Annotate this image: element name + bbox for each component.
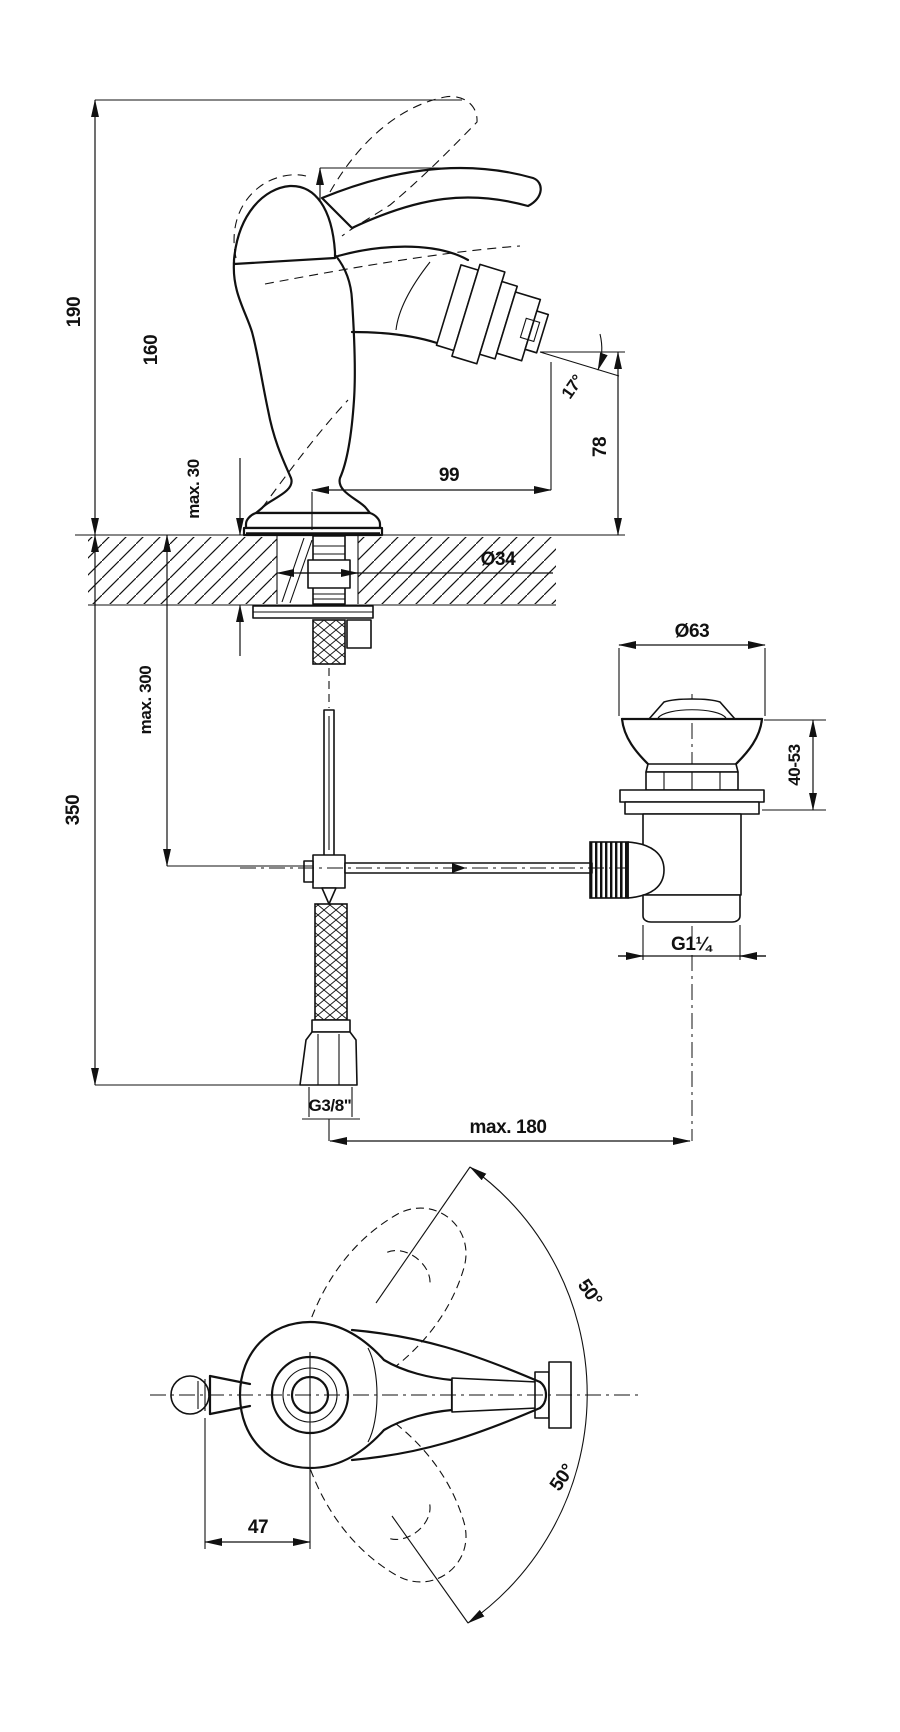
shank-thread-lines <box>313 545 345 600</box>
dim-label-34: Ø34 <box>481 549 517 570</box>
under-deck-assembly <box>240 535 648 1086</box>
handle-lever <box>320 166 542 230</box>
drain-slot-lines <box>663 772 721 790</box>
dim-label-g114: G1¼ <box>671 934 714 955</box>
supply-tube-line-1 <box>281 537 305 603</box>
handle-position-lower-dashed <box>302 1401 467 1583</box>
spout-lower-edge <box>350 330 439 345</box>
popup-rod-tip <box>321 887 337 905</box>
spout-inner-curve <box>395 261 431 331</box>
faucet-body-outline <box>232 254 372 515</box>
pin-cone-top <box>208 1374 252 1386</box>
drain-assembly <box>589 694 765 1141</box>
linkage-rod <box>344 862 593 874</box>
shank-nut <box>307 559 351 589</box>
dim-label-99: 99 <box>439 465 459 486</box>
dim-label-78: 78 <box>590 437 611 457</box>
handle-dome-cap <box>232 184 337 266</box>
handle-position-upper-dashed <box>302 1207 467 1389</box>
supply-tube-line-2 <box>289 539 313 604</box>
drain-locknut-plate-lower <box>624 801 760 815</box>
popup-tee-clamp <box>303 860 314 883</box>
dim-label-350: 350 <box>63 795 84 826</box>
mounting-stud-nut <box>346 619 372 649</box>
dim-label-max30: max. 30 <box>184 459 203 519</box>
plan-lever-upper-edge <box>350 1328 542 1384</box>
pin-cone-bottom <box>208 1404 252 1416</box>
spout-upper-edge <box>336 245 470 262</box>
plan-lever-lower-edge <box>350 1406 542 1462</box>
dim-label-50-upper: 50° <box>573 1276 606 1311</box>
deck-hatch-left <box>88 537 277 604</box>
drain-flange-right <box>734 717 764 766</box>
dim-label-max180: max. 180 <box>469 1117 546 1138</box>
drain-flange-left <box>620 717 650 766</box>
dim-label-g38: G3/8" <box>309 1096 352 1115</box>
drain-collar-band <box>645 763 739 773</box>
supply-nut <box>299 1031 358 1086</box>
hose-lower-segment <box>314 903 348 1021</box>
dim-label-50-lower: 50° <box>546 1461 579 1496</box>
angle-ref-inclined <box>539 351 620 377</box>
dim-label-190: 190 <box>64 297 85 328</box>
dim-label-max300: max. 300 <box>136 666 155 735</box>
swing-edge-lower <box>391 1515 469 1624</box>
drain-plug-inner <box>657 709 727 719</box>
swing-arc <box>467 1166 588 1624</box>
dim-label-17deg: 17° <box>558 371 588 402</box>
dim-label-160: 160 <box>141 335 162 366</box>
handle-raised-dashed <box>233 95 521 509</box>
dimensions: 190 160 max. 30 350 max. 300 99 78 17° Ø… <box>63 99 826 1145</box>
angle-arc-17 <box>597 333 608 371</box>
drain-tailpiece <box>642 894 741 923</box>
deck-hatch-right <box>358 537 556 604</box>
plan-lever-tip <box>538 1380 548 1410</box>
plan-view: 47 50° 50° <box>150 1166 640 1624</box>
dim-label-47: 47 <box>248 1517 268 1538</box>
drain-plug-cap <box>648 698 736 720</box>
hose-collar <box>311 1019 351 1033</box>
plan-spout <box>451 1377 538 1413</box>
side-view <box>232 95 550 537</box>
dim-label-4053: 40-53 <box>785 744 804 785</box>
base-flange <box>244 511 382 530</box>
swing-edge-upper <box>375 1166 471 1304</box>
popup-rod-tee <box>312 854 346 889</box>
hose-upper-segment <box>312 619 346 665</box>
drain-locknut-plate-upper <box>619 789 765 803</box>
dim-label-63: Ø63 <box>675 621 710 642</box>
counter-deck <box>75 534 625 606</box>
drain-inlet-elbow <box>627 841 665 899</box>
spray-head <box>435 263 550 365</box>
